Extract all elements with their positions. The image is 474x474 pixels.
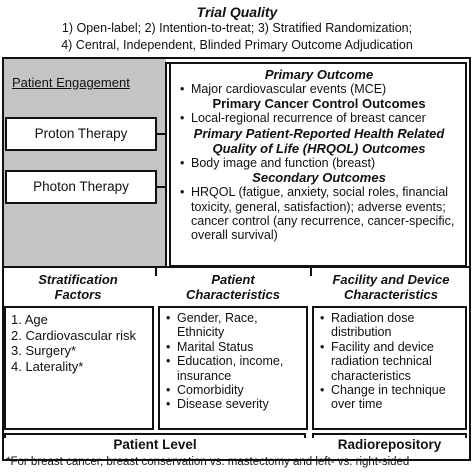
outcomes-box: Primary Outcome Major cardiovascular eve… — [169, 62, 467, 267]
connector-proton — [157, 133, 166, 135]
stratification-item: 2. Cardiovascular risk — [11, 327, 136, 343]
radiorepository-bracket-left — [312, 433, 314, 438]
facility-title-line2: Characteristics — [344, 287, 438, 302]
proton-therapy-box: Proton Therapy — [5, 117, 157, 151]
patient-characteristic-item: Comorbidity — [165, 383, 302, 398]
patient-characteristics-title: Patient Characteristics — [158, 272, 308, 302]
facility-item: Facility and device radiation technical … — [319, 340, 461, 383]
trial-quality-line2: 4) Central, Independent, Blinded Primary… — [61, 38, 413, 52]
patient-characteristic-item: Disease severity — [165, 397, 302, 412]
facility-item: Radiation dose distribution — [319, 311, 461, 340]
secondary-outcomes-item: HRQOL (fatigue, anxiety, social roles, f… — [179, 185, 459, 243]
divider-tick-2 — [310, 266, 312, 276]
section-divider — [2, 266, 471, 268]
hrqol-title-line1: Primary Patient-Reported Health Related — [193, 125, 445, 141]
patient-characteristic-item: Gender, Race, Ethnicity — [165, 311, 302, 340]
facility-title: Facility and Device Characteristics — [312, 272, 470, 302]
radiorepository-bracket-right — [465, 433, 467, 438]
hrqol-item: Body image and function (breast) — [179, 156, 459, 171]
trial-quality-title: Trial Quality — [196, 4, 278, 20]
hrqol-title-line2: Quality of Life (HRQOL) Outcomes — [212, 140, 426, 156]
stratification-title: Stratification Factors — [4, 272, 152, 302]
patient-characteristics-title-line2: Characteristics — [186, 287, 280, 302]
footnote: *For breast cancer, breast conservation … — [6, 456, 410, 468]
stratification-title-line1: Stratification — [38, 272, 118, 287]
trial-quality-line1: 1) Open-label; 2) Intention-to-treat; 3)… — [61, 21, 413, 35]
primary-outcome-item: Major cardiovascular events (MCE) — [179, 82, 459, 97]
connector-vertical — [165, 62, 167, 267]
patient-level-bracket — [4, 433, 306, 435]
divider-tick-1 — [155, 266, 157, 276]
photon-therapy-label: Photon Therapy — [33, 179, 129, 194]
stratification-item: 1. Age — [11, 312, 48, 327]
facility-title-line1: Facility and Device — [332, 272, 450, 287]
patient-level-bracket-left — [4, 433, 6, 438]
cancer-control-title: Primary Cancer Control Outcomes — [212, 96, 426, 112]
patient-characteristic-item: Marital Status — [165, 340, 302, 355]
patient-level-label: Patient Level — [113, 437, 197, 452]
stratification-title-line2: Factors — [54, 287, 102, 302]
connector-photon — [157, 186, 166, 188]
stratification-box: 1. Age 2. Cardiovascular risk 3. Surgery… — [4, 306, 154, 430]
connector-top — [165, 62, 170, 64]
patient-characteristic-item: Education, income, insurance — [165, 354, 302, 383]
proton-therapy-label: Proton Therapy — [34, 126, 128, 141]
radiorepository-bracket — [312, 433, 467, 435]
patient-engagement-panel — [4, 59, 166, 267]
primary-outcome-title: Primary Outcome — [264, 67, 374, 82]
stratification-item: 4. Laterality* — [11, 358, 84, 374]
stratification-item: 3. Surgery* — [11, 343, 77, 358]
photon-therapy-box: Photon Therapy — [5, 170, 157, 204]
secondary-outcomes-title: Secondary Outcomes — [252, 170, 386, 186]
patient-characteristics-box: Gender, Race, Ethnicity Marital Status E… — [158, 306, 308, 430]
cancer-control-item: Local-regional recurrence of breast canc… — [179, 111, 459, 126]
patient-characteristics-title-line1: Patient — [211, 272, 255, 287]
patient-engagement-label: Patient Engagement — [12, 75, 130, 90]
patient-level-bracket-right — [304, 433, 306, 438]
facility-box: Radiation dose distribution Facility and… — [312, 306, 467, 430]
facility-item: Change in technique over time — [319, 383, 461, 412]
radiorepository-label: Radiorepository — [337, 437, 442, 452]
